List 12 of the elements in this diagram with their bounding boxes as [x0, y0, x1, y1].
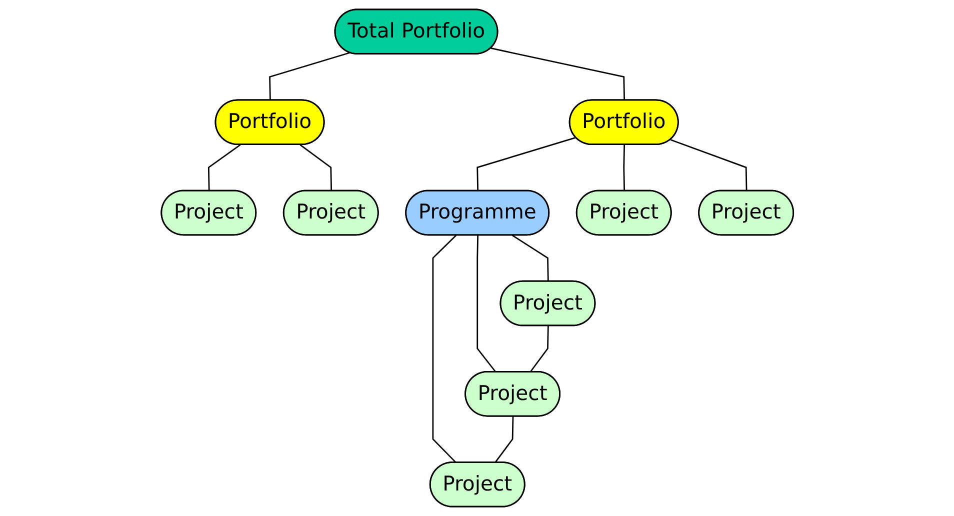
connector	[490, 48, 625, 100]
connector	[494, 416, 514, 464]
connector	[529, 326, 548, 373]
connector	[476, 136, 576, 191]
connector	[622, 144, 625, 191]
connector	[208, 144, 240, 191]
connector	[512, 234, 548, 282]
connector	[670, 139, 747, 191]
connector	[476, 235, 496, 373]
connector	[299, 144, 332, 191]
connector	[432, 234, 456, 464]
connector	[268, 52, 350, 100]
